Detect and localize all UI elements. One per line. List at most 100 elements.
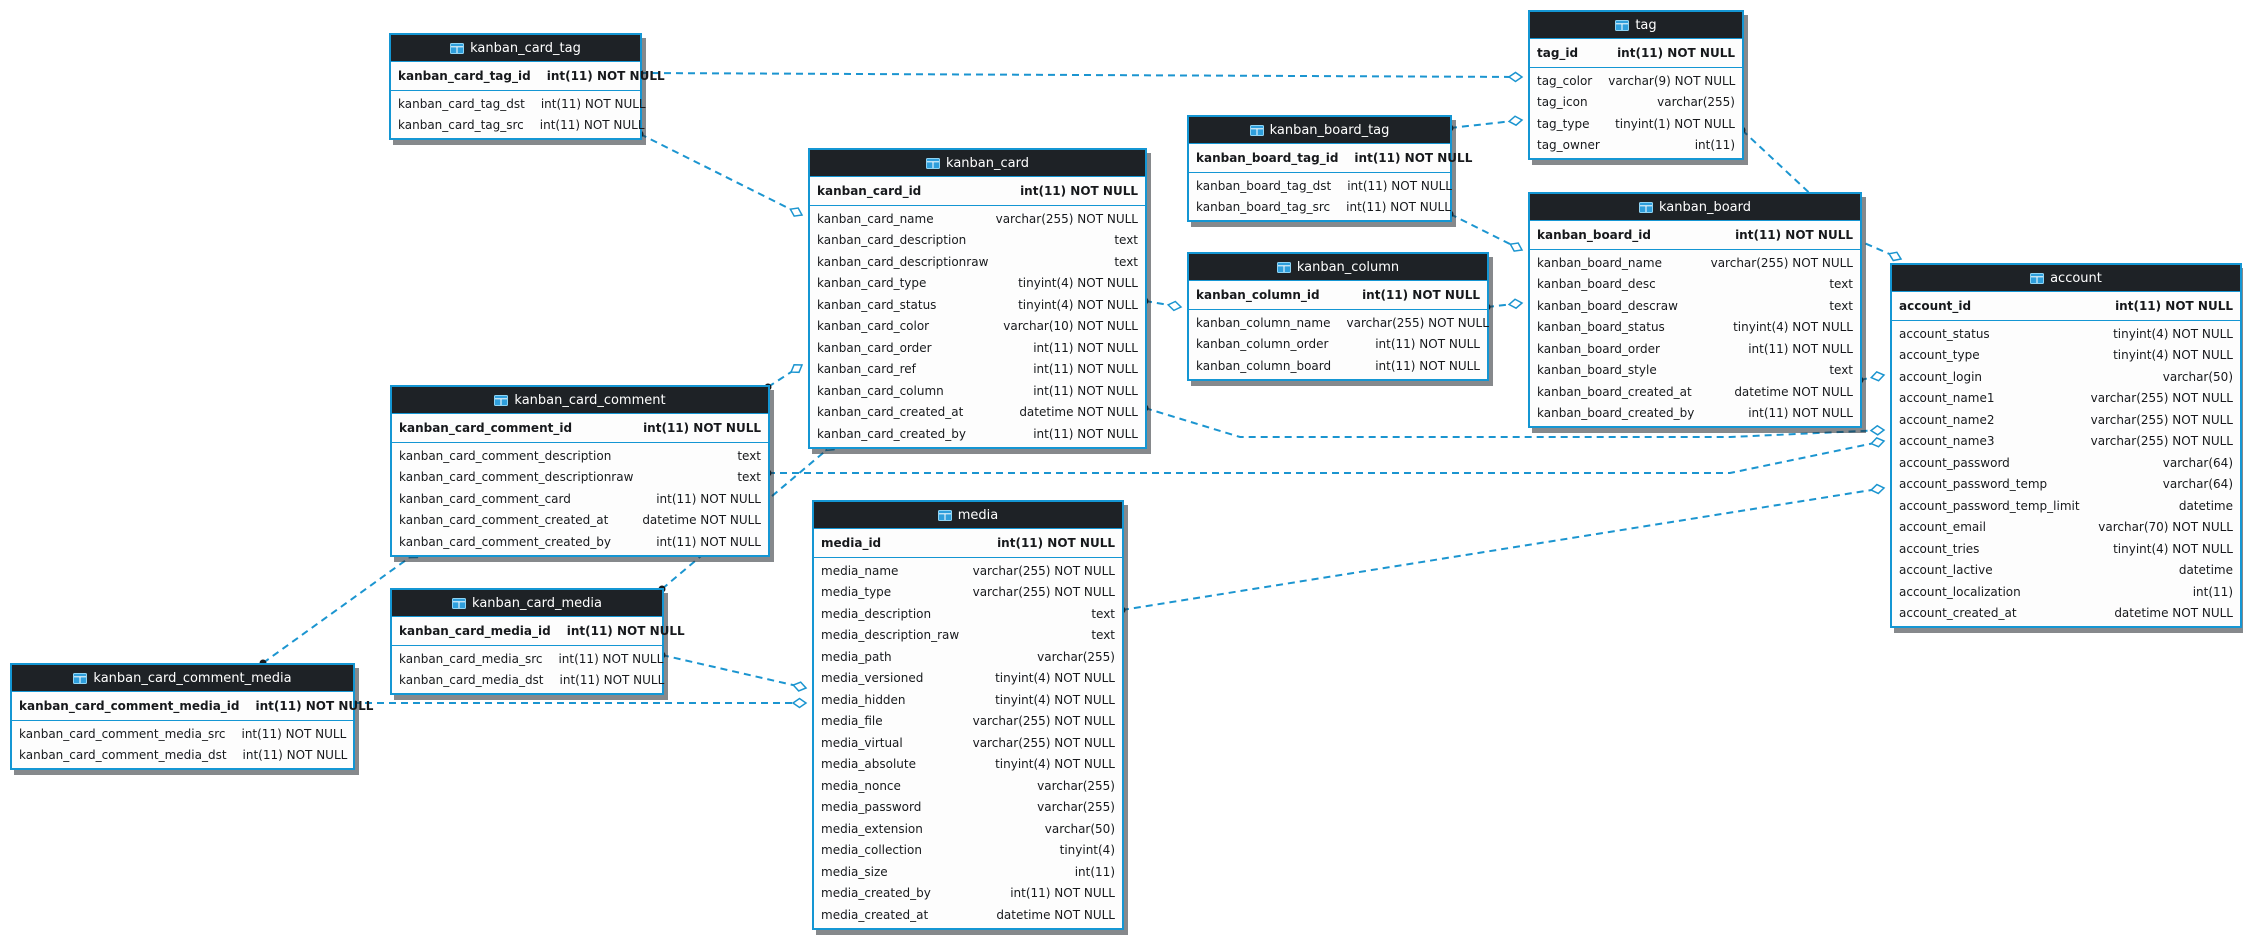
table-header-kanban_card_comment_media[interactable]: kanban_card_comment_media [12,665,353,692]
relation-kanban_card_comment-to-kanban_card[interactable] [764,363,804,391]
table-header-kanban_card_comment[interactable]: kanban_card_comment [392,387,768,414]
table-header-kanban_card_media[interactable]: kanban_card_media [392,590,662,617]
table-header-kanban_board[interactable]: kanban_board [1530,194,1860,221]
table-header-kanban_card[interactable]: kanban_card [810,150,1145,177]
relation-kanban_card_media-to-media[interactable] [658,651,808,692]
relation-kanban_card_comment_media-to-media[interactable] [349,697,808,709]
table-header-kanban_column[interactable]: kanban_column [1189,254,1487,281]
table-header-tag[interactable]: tag [1530,12,1742,39]
relation-media-to-account[interactable] [1118,483,1886,614]
relation-kanban_card-to-kanban_column[interactable] [1141,297,1183,312]
relation-kanban_card_tag-to-kanban_card[interactable] [636,130,804,217]
table-header-account[interactable]: account [1892,265,2240,292]
table-header-media[interactable]: media [814,502,1122,529]
relation-kanban_board_tag-to-kanban_board[interactable] [1446,210,1524,252]
relation-kanban_column-to-kanban_board[interactable] [1483,298,1524,311]
table-header-kanban_card_tag[interactable]: kanban_card_tag [391,35,640,62]
